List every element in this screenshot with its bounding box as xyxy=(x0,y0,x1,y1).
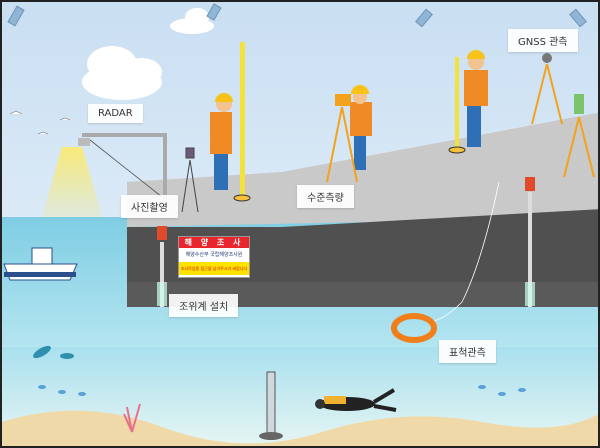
clouds xyxy=(82,8,214,100)
survey-staffs xyxy=(233,42,466,202)
sign-warning: 조사작업중 접근을 삼가주시기 바랍니다 xyxy=(179,262,249,275)
radar-mast xyxy=(82,133,167,202)
label-leveling: 수준측량 xyxy=(297,185,354,208)
radar-sensor xyxy=(78,138,90,146)
birds xyxy=(9,110,71,135)
seabed-sensor xyxy=(259,371,283,440)
tripods xyxy=(326,53,595,183)
surveyors xyxy=(210,50,488,190)
fish xyxy=(38,385,526,396)
dolphins xyxy=(33,345,74,359)
survey-sign: 해 양 조 사 해양수산부 국립해양조사원 조사작업중 접근을 삼가주시기 바랍… xyxy=(178,236,250,278)
camera-tripod xyxy=(181,147,199,213)
label-photo: 사진촬영 xyxy=(121,195,178,218)
satellites xyxy=(7,3,587,28)
coral xyxy=(123,403,141,433)
tide-gauges xyxy=(157,177,535,307)
ship xyxy=(3,247,78,281)
sign-org: 해양수산부 국립해양조사원 xyxy=(185,252,243,258)
label-staff-observation: 표척관측 xyxy=(439,340,496,363)
label-radar: RADAR xyxy=(88,104,143,123)
diver xyxy=(315,388,397,412)
sign-title: 해 양 조 사 xyxy=(179,237,249,248)
radar-beam xyxy=(42,147,102,217)
lifebuoy-buoy xyxy=(391,313,437,343)
label-tide-gauge: 조위계 설치 xyxy=(169,294,239,317)
seabed xyxy=(2,410,598,446)
label-gnss: GNSS 관측 xyxy=(508,29,578,52)
